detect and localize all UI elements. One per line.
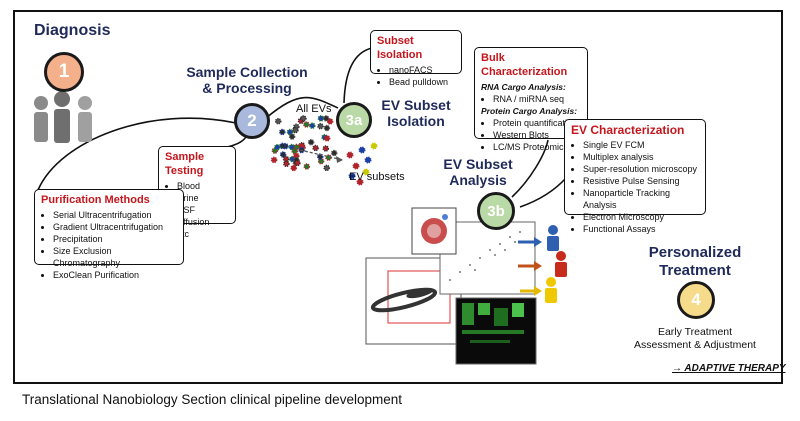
sample-testing-item: Effusion (177, 216, 229, 228)
sample-testing-item: etc (177, 228, 229, 240)
curve-3b-to-evchar (519, 177, 567, 208)
curve-2-to-purification (37, 117, 237, 191)
step-2-circle: 2 (234, 103, 270, 139)
step-1-circle: 1 (44, 52, 84, 92)
adaptive-therapy-label: → ADAPTIVE THERAPY (672, 363, 786, 374)
ev-characterization-item: Nanoparticle Tracking Analysis (583, 187, 699, 211)
ev-subset-isolation-label: EV Subset Isolation (376, 97, 456, 129)
ev-characterization-item: Single EV FCM (583, 139, 699, 151)
sample-collection-line1: Sample Collection (186, 64, 308, 80)
curve-3a-to-isolation (343, 47, 373, 104)
purification-methods-box: Purification Methods Serial Ultracentrif… (34, 189, 184, 280)
curve-3b-to-bulk (511, 139, 549, 198)
ev-sorting-arrow (299, 149, 344, 161)
early-treatment-line1: Early Treatment (657, 326, 733, 338)
early-treatment-text: Early Treatment Assessment & Adjustment (620, 326, 770, 352)
purification-item: Size Exclusion Chromatography (53, 245, 177, 269)
subset-isolation-box: Subset Isolation nanoFACS Bead pulldown (370, 30, 462, 87)
ev-characterization-box: EV Characterization Single EV FCMMultipl… (564, 119, 706, 234)
early-treatment-line2: Assessment & Adjustment (634, 339, 756, 351)
step-3a-circle: 3a (336, 102, 372, 138)
personalized-treatment-label: Personalized Treatment (640, 244, 750, 280)
ev-subset-analysis-line2: Analysis (449, 172, 507, 188)
step-3b-circle: 3b (477, 192, 515, 230)
rna-cargo-item: RNA / miRNA seq (493, 93, 581, 105)
sample-collection-label: Sample Collection & Processing (182, 64, 312, 96)
personalized-treatment-line1: Personalized (648, 244, 742, 261)
figure-caption: Translational Nanobiology Section clinic… (22, 392, 402, 407)
ev-characterization-item: Resistive Pulse Sensing (583, 175, 699, 187)
ev-characterization-title: EV Characterization (571, 123, 685, 137)
ev-characterization-item: Electron Microscopy (583, 211, 699, 223)
cell-schematic-image (411, 207, 457, 255)
ev-characterization-item: Functional Assays (583, 223, 699, 235)
subset-isolation-title: Subset Isolation (377, 35, 423, 61)
protein-cargo-item: LC/MS Proteomics (493, 141, 581, 153)
protein-cargo-heading: Protein Cargo Analysis: (481, 106, 578, 116)
bulk-characterization-title: Bulk Characterization (481, 52, 568, 78)
ev-characterization-item: Multiplex analysis (583, 151, 699, 163)
sample-testing-item: CSF (177, 204, 229, 216)
purification-item: Precipitation (53, 233, 177, 245)
subset-isolation-item: nanoFACS (389, 64, 455, 76)
diagram-frame (13, 10, 783, 384)
purification-item: Serial Ultracentrifugation (53, 209, 177, 221)
sample-testing-item: Blood (177, 180, 229, 192)
subset-isolation-item: Bead pulldown (389, 76, 455, 88)
ev-subset-analysis-label: EV Subset Analysis (436, 156, 520, 188)
heatmap-plot (455, 297, 537, 365)
personalized-treatment-line2: Treatment (659, 262, 731, 279)
ev-subset-analysis-line1: EV Subset (443, 156, 513, 172)
all-evs-label: All EVs (296, 103, 332, 115)
ev-subset-isolation-line1: EV Subset (381, 97, 451, 113)
purification-item: Gradient Ultracentrifugation (53, 221, 177, 233)
diagnosis-label: Diagnosis (34, 22, 111, 39)
purification-methods-title: Purification Methods (41, 194, 150, 206)
sample-testing-title: Sample Testing (165, 151, 205, 177)
patient-icons (545, 225, 567, 303)
protein-cargo-item: Western Blots (493, 129, 581, 141)
people-icon (34, 91, 92, 143)
ev-subsets-label: EV subsets (349, 171, 405, 183)
ev-subset-isolation-line2: Isolation (387, 113, 445, 129)
sample-testing-item: Urine (177, 192, 229, 204)
ev-characterization-item: Super-resolution microscopy (583, 163, 699, 175)
curve-2-to-3a (265, 96, 339, 119)
sample-collection-line2: & Processing (202, 80, 292, 96)
protein-cargo-item: Protein quantification (493, 117, 581, 129)
purification-item: ExoClean Purification (53, 269, 177, 281)
step-4-circle: 4 (677, 281, 715, 319)
rna-cargo-heading: RNA Cargo Analysis: (481, 82, 566, 92)
